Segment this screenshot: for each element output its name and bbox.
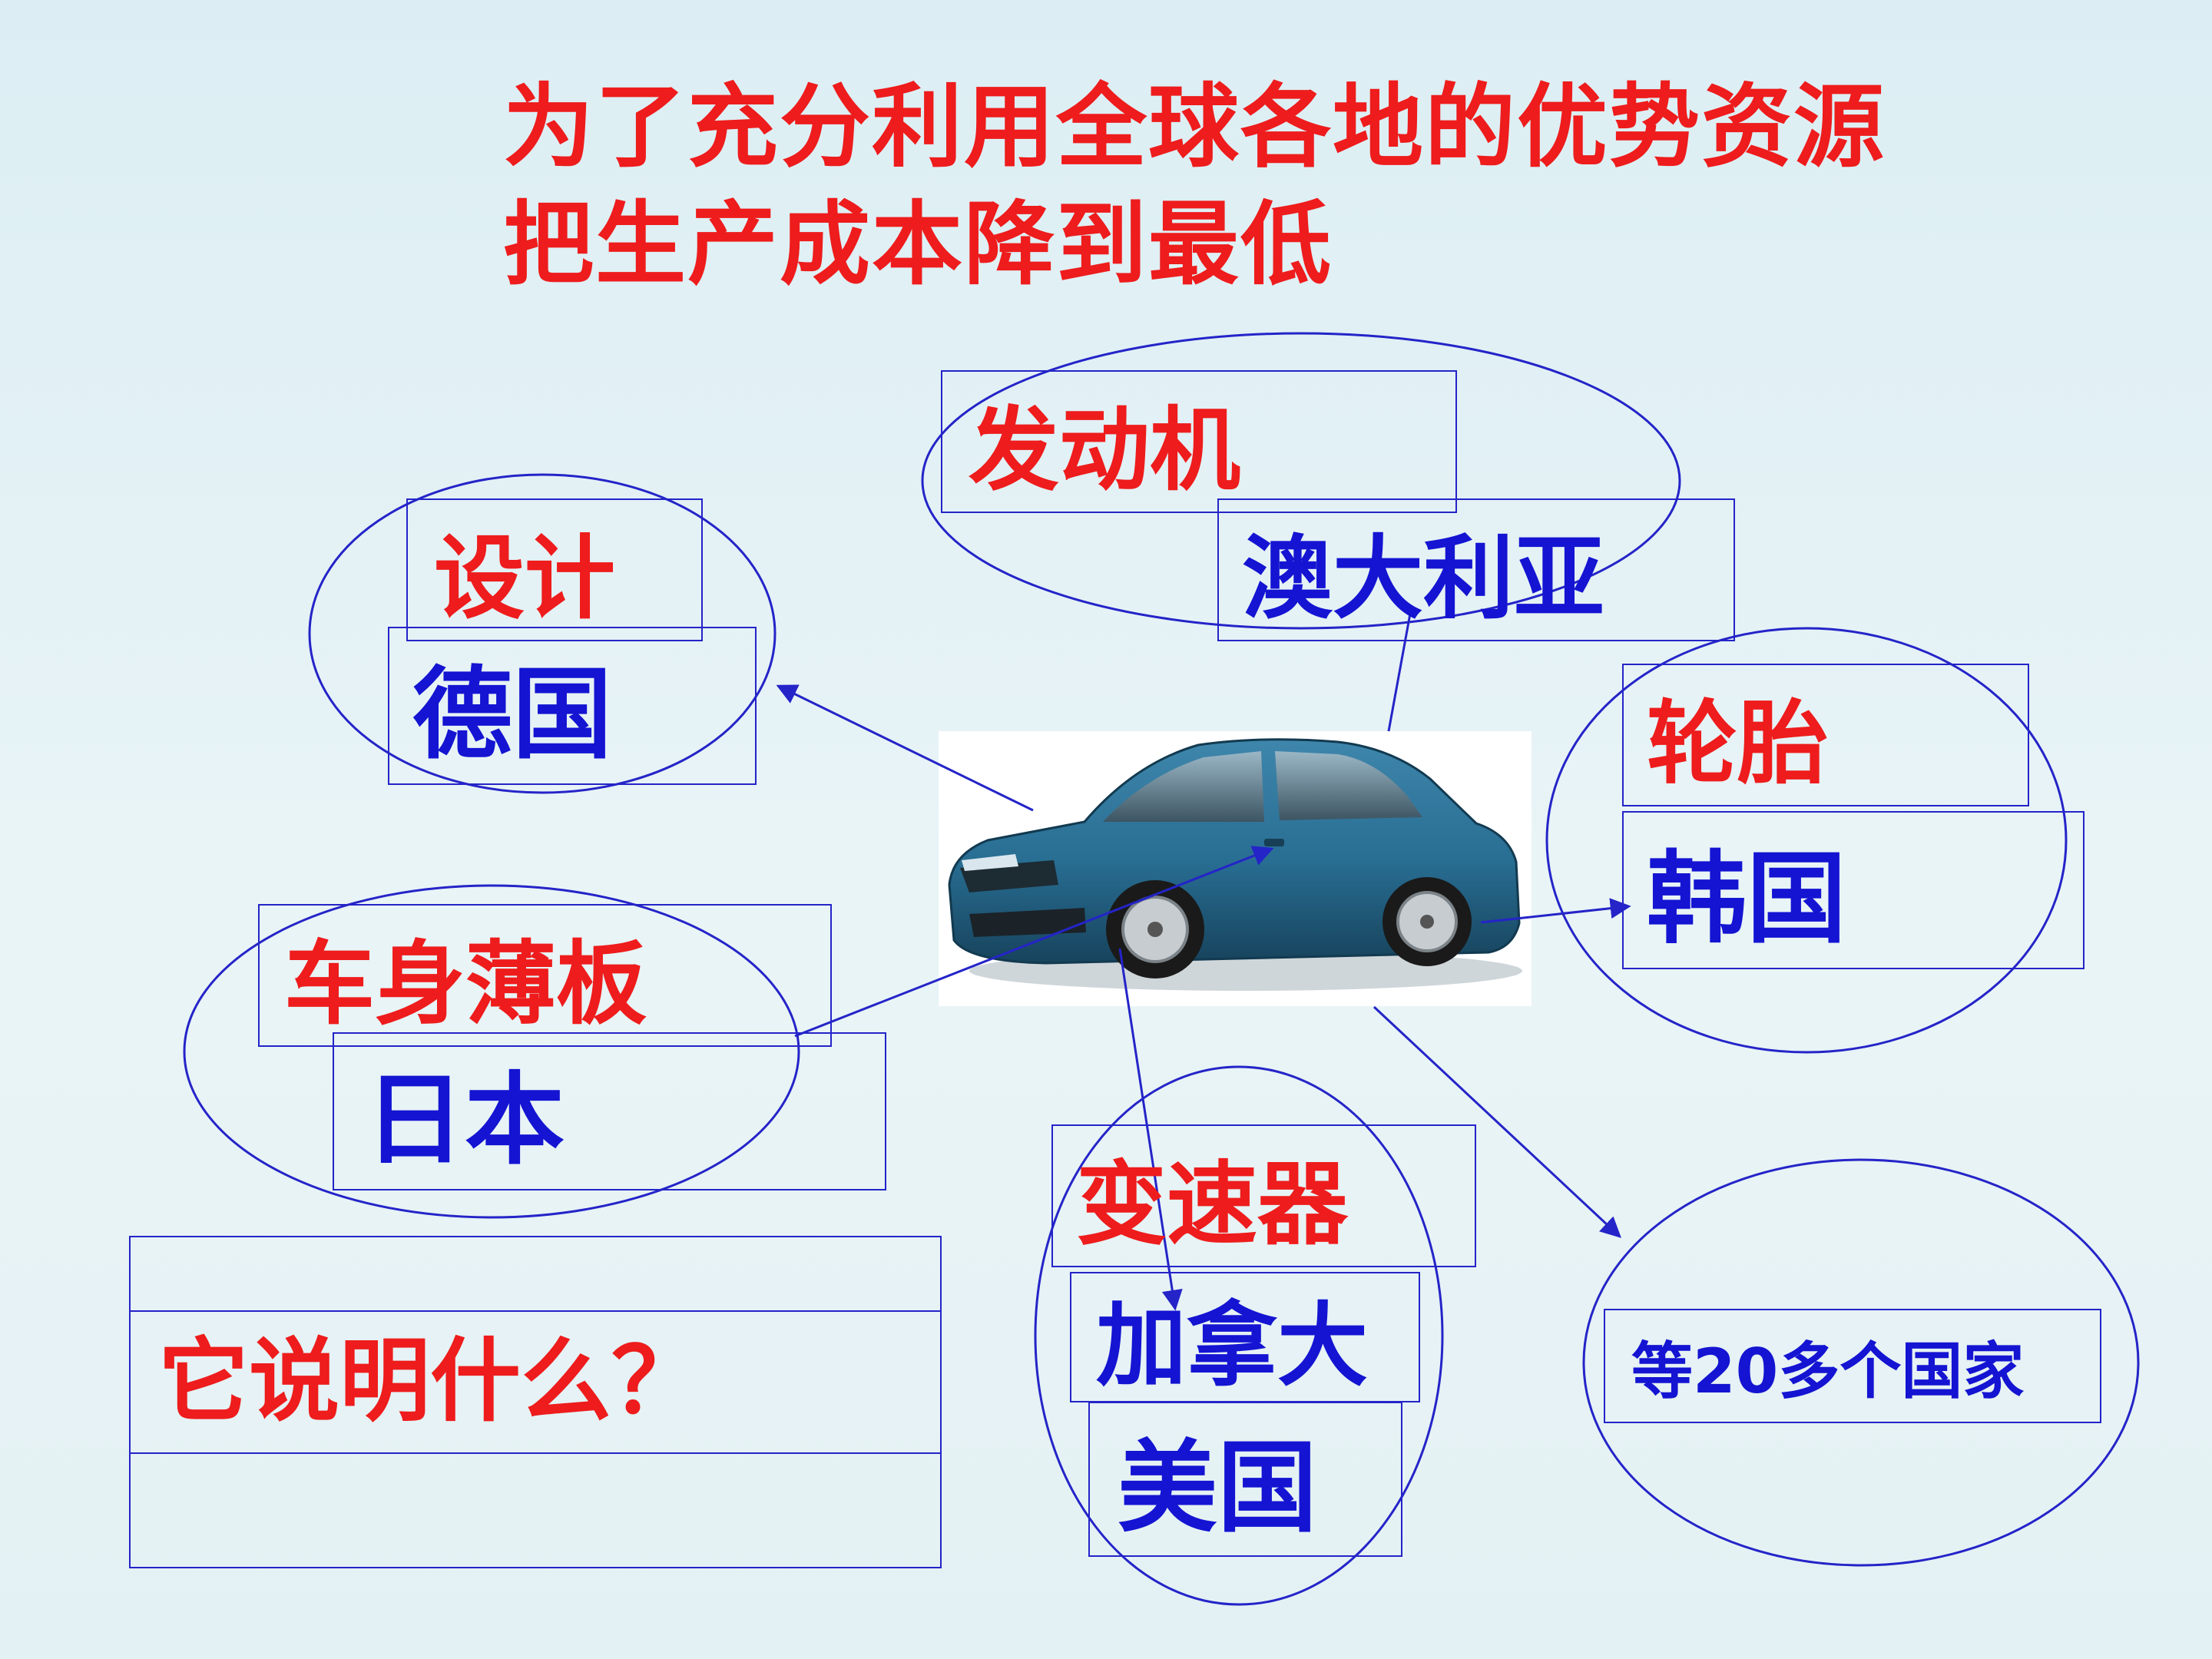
title-line-1: 为了充分利用全球各地的优势资源 bbox=[503, 73, 1886, 180]
car-illustration bbox=[939, 731, 1532, 1006]
others-label: 等20多个国家 bbox=[1631, 1322, 2024, 1411]
tires-country-box: 韩国 bbox=[1622, 811, 2085, 969]
transmission-part-label: 变速器 bbox=[1076, 1131, 1348, 1262]
body-panel-country-box: 日本 bbox=[333, 1032, 886, 1190]
question-box-rule-bottom bbox=[131, 1452, 940, 1454]
car-image bbox=[939, 731, 1532, 1006]
title-line-2: 把生产成本降到最低 bbox=[503, 190, 1333, 298]
transmission-country1-label: 加拿大 bbox=[1096, 1272, 1368, 1403]
design-country-label: 德国 bbox=[412, 634, 612, 778]
design-part-box: 设计 bbox=[406, 498, 703, 641]
engine-country-box: 澳大利亚 bbox=[1217, 498, 1735, 641]
engine-part-box: 发动机 bbox=[941, 370, 1457, 513]
question-text: 它说明什么？ bbox=[158, 1323, 702, 1439]
design-country-box: 德国 bbox=[388, 627, 757, 785]
tires-part-label: 轮胎 bbox=[1647, 670, 1828, 801]
others-box: 等20多个国家 bbox=[1604, 1309, 2101, 1423]
car-door-handle bbox=[1264, 839, 1284, 846]
tires-part-box: 轮胎 bbox=[1622, 664, 2029, 806]
body-panel-part-box: 车身薄板 bbox=[258, 904, 832, 1047]
transmission-country2-label: 美国 bbox=[1118, 1407, 1317, 1551]
transmission-country1-box: 加拿大 bbox=[1070, 1272, 1420, 1402]
question-box-rule-top bbox=[131, 1310, 940, 1312]
question-box: 它说明什么？ bbox=[129, 1236, 942, 1568]
tires-country-label: 韩国 bbox=[1647, 818, 1846, 962]
transmission-part-box: 变速器 bbox=[1051, 1124, 1476, 1267]
engine-country-label: 澳大利亚 bbox=[1242, 505, 1604, 636]
body-panel-country-label: 日本 bbox=[365, 1039, 565, 1184]
design-part-label: 设计 bbox=[434, 505, 615, 636]
engine-part-label: 发动机 bbox=[969, 376, 1240, 508]
body-panel-part-label: 车身薄板 bbox=[284, 910, 647, 1041]
transmission-country2-box: 美国 bbox=[1088, 1402, 1402, 1557]
